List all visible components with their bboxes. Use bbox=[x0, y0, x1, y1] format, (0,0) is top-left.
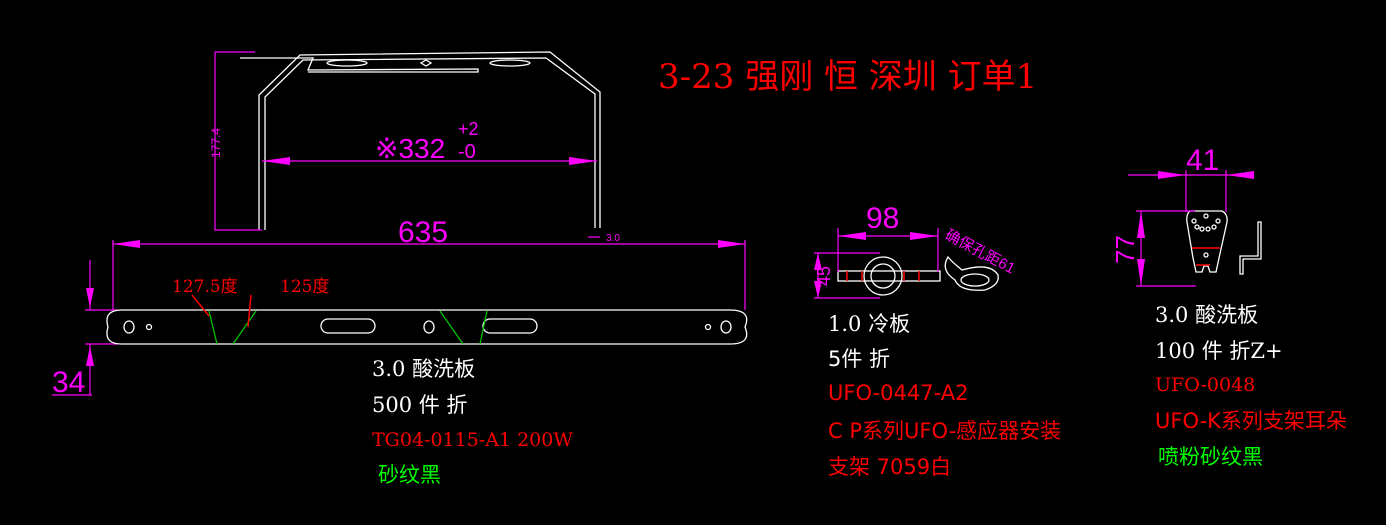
part1-flat-pattern bbox=[106, 294, 748, 345]
dim-inner-width-332: ※332 bbox=[375, 133, 445, 164]
part3-finish: 喷粉砂纹黑 bbox=[1158, 445, 1263, 469]
part1-bracket-profile bbox=[240, 51, 601, 230]
part2-dimension-lines bbox=[814, 228, 939, 299]
part1-note-material: 3.0 酸洗板 bbox=[372, 357, 475, 381]
part2-description: C P系列UFO-感应器安装 bbox=[828, 419, 1061, 443]
dim-height-77: 77 bbox=[1110, 235, 1140, 264]
dim-height-177-4: 177.4 bbox=[209, 128, 223, 158]
part3-note-material: 3.0 酸洗板 bbox=[1155, 303, 1258, 327]
part1-finish: 砂纹黑 bbox=[378, 463, 441, 487]
dim-length-635: 635 bbox=[398, 216, 448, 249]
part3-ear-bracket bbox=[1186, 210, 1262, 275]
part1-code: TG04-0115-A1 200W bbox=[372, 429, 573, 451]
part2-bracket bbox=[837, 255, 999, 296]
part3-description: UFO-K系列支架耳朵 bbox=[1155, 409, 1347, 433]
dim-tolerance-plus: +2 bbox=[458, 119, 479, 139]
angle-label-125: 125度 bbox=[280, 277, 329, 297]
part2-code: UFO-0447-A2 bbox=[828, 381, 968, 405]
dim-width-41: 41 bbox=[1186, 144, 1219, 177]
dim-width-98: 98 bbox=[866, 202, 899, 235]
dim-width-34: 34 bbox=[52, 366, 85, 399]
part2-note-quantity: 5件 折 bbox=[828, 347, 890, 371]
part2-description-2: 支架 7059白 bbox=[828, 455, 951, 479]
angle-label-127-5: 127.5度 bbox=[172, 277, 238, 297]
part3-code: UFO-0048 bbox=[1155, 374, 1255, 396]
part3-dimension-lines bbox=[1128, 170, 1254, 287]
drawing-title: 3-23 强刚 恒 深圳 订单1 bbox=[658, 57, 1037, 97]
dim-tolerance-minus: -0 bbox=[458, 141, 476, 163]
part2-note-material: 1.0 冷板 bbox=[828, 312, 910, 336]
dim-height-45: 45 bbox=[814, 266, 834, 286]
part1-note-quantity: 500 件 折 bbox=[372, 393, 467, 417]
dim-thickness-3-0: 3.0 bbox=[606, 233, 620, 244]
part3-note-quantity: 100 件 折Z+ bbox=[1155, 339, 1283, 363]
part1-dimension-lines bbox=[52, 51, 746, 396]
